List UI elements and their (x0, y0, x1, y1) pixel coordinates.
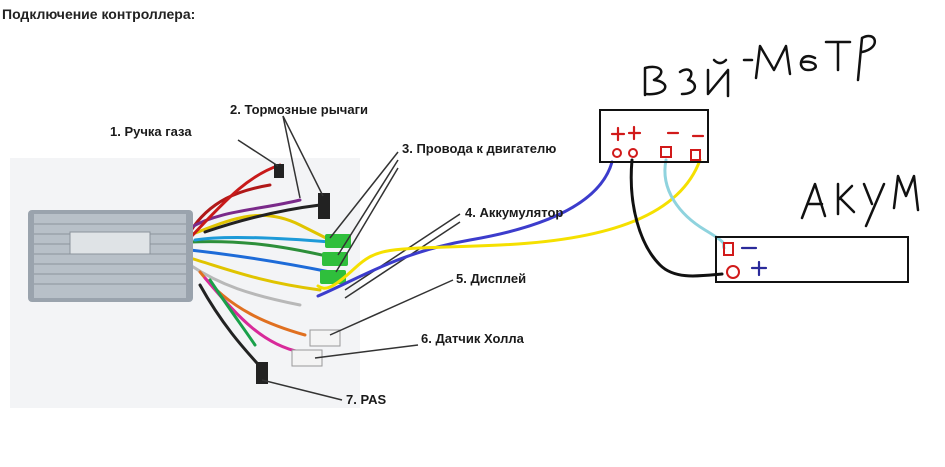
label-leader-lines (237, 115, 461, 401)
label-battery: 4. Аккумулятор (465, 205, 564, 220)
controller-body (28, 210, 193, 302)
wattmeter-terminals (612, 146, 701, 161)
battery-polarity-marks (740, 246, 768, 277)
battery-terminals (723, 242, 740, 279)
hall-connector (291, 349, 323, 367)
wattmeter-box (599, 109, 709, 163)
label-display: 5. Дисплей (456, 271, 527, 286)
label-hall-sensor: 6. Датчик Холла (421, 331, 524, 346)
handwritten-battery-label (800, 174, 920, 228)
label-motor-wires: 3. Провода к двигателю (402, 141, 557, 156)
label-brakes: 2. Тормозные рычаги (230, 102, 368, 117)
page-title: Подключение контроллера: (2, 6, 196, 22)
handwritten-wattmeter-label (643, 34, 876, 98)
battery-box (715, 236, 909, 283)
wattmeter-polarity-marks (610, 125, 705, 142)
brake-connectors (274, 164, 330, 219)
label-pas: 7. PAS (346, 392, 387, 407)
pas-connector (256, 362, 268, 384)
label-throttle: 1. Ручка газа (110, 124, 192, 139)
